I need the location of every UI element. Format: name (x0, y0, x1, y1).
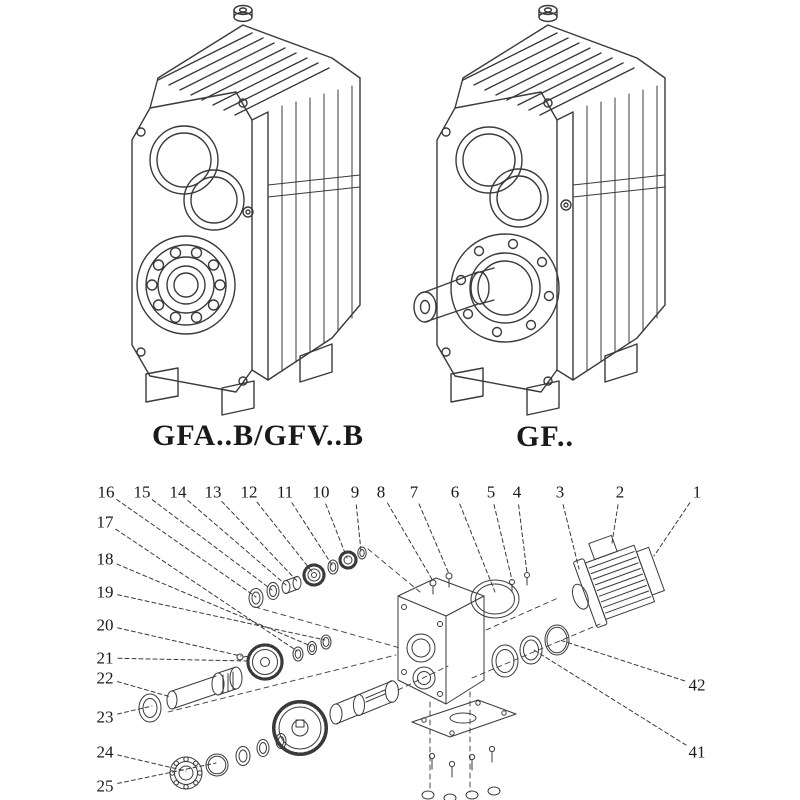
housing-part (397, 572, 485, 705)
part-callout-5: 5 (486, 482, 496, 502)
gearbox-left-drawing (131, 4, 361, 416)
part-callout-1: 1 (692, 482, 702, 502)
leader-line-42 (559, 639, 686, 682)
leader-line-24 (117, 754, 187, 772)
gearbox-right-drawing (413, 4, 666, 416)
leader-line-23 (117, 705, 153, 715)
part-callout-18: 18 (96, 549, 114, 569)
part-callout-2: 2 (615, 482, 625, 502)
cooling-fins (462, 32, 635, 116)
motor-part (571, 534, 665, 628)
leader-line-5 (493, 504, 513, 581)
output-side-rings (470, 572, 570, 678)
exploded-view-drawing (115, 499, 691, 800)
leader-line-17 (115, 528, 298, 652)
leader-line-9 (355, 504, 362, 552)
part-callout-14: 14 (169, 482, 187, 502)
part-callout-13: 13 (204, 482, 222, 502)
part-callout-8: 8 (376, 482, 386, 502)
bearing-and-rings (169, 733, 287, 790)
leader-line-1 (653, 502, 691, 557)
leader-line-14 (187, 500, 287, 586)
output-flange (450, 233, 560, 343)
side-ribs (572, 85, 666, 372)
leader-line-3 (562, 504, 580, 570)
leader-line-2 (611, 504, 619, 544)
leader-line-41 (533, 649, 687, 746)
leader-line-19 (117, 594, 326, 641)
leader-line-21 (117, 657, 249, 662)
leader-line-13 (221, 501, 298, 582)
leader-line-8 (387, 502, 434, 582)
leader-line-11 (291, 502, 333, 566)
part-callout-22: 22 (96, 668, 114, 688)
leader-line-10 (325, 503, 348, 559)
part-callout-21: 21 (96, 648, 114, 668)
cooling-fins (157, 32, 330, 116)
leader-line-15 (151, 499, 273, 591)
leader-line-18 (116, 563, 312, 647)
part-callout-15: 15 (133, 482, 151, 502)
part-callout-16: 16 (97, 482, 115, 502)
assembly-axis-lines (167, 548, 601, 793)
input-side-small-parts (248, 546, 367, 608)
intermediate-gear-parts (236, 634, 332, 681)
part-callout-10: 10 (312, 482, 330, 502)
part-callout-7: 7 (409, 482, 419, 502)
leader-line-16 (116, 499, 257, 598)
part-callout-25: 25 (96, 776, 114, 796)
part-callout-23: 23 (96, 707, 114, 727)
part-callout-42: 42 (688, 675, 706, 695)
model-label-right: GF.. (516, 420, 574, 453)
part-callout-12: 12 (240, 482, 258, 502)
part-callout-19: 19 (96, 582, 114, 602)
output-shaft (413, 267, 495, 323)
input-pinion-shaft (138, 666, 243, 723)
output-bearing (136, 235, 236, 335)
side-ribs (267, 85, 361, 372)
part-callout-20: 20 (96, 615, 114, 635)
leader-line-12 (256, 501, 314, 574)
part-callout-6: 6 (450, 482, 460, 502)
leader-line-4 (518, 504, 528, 574)
output-gear-shaft (272, 680, 399, 756)
leader-line-25 (117, 762, 217, 784)
part-callout-24: 24 (96, 742, 114, 762)
model-label-left: GFA..B/GFV..B (152, 419, 364, 452)
part-callout-4: 4 (512, 482, 522, 502)
part-callout-17: 17 (96, 512, 114, 532)
leader-line-22 (117, 681, 172, 698)
part-callout-41: 41 (688, 742, 706, 762)
leader-lines (115, 499, 691, 784)
leader-line-7 (418, 503, 450, 575)
cover-plate-and-bolts (411, 699, 517, 800)
part-callout-9: 9 (350, 482, 360, 502)
leader-line-20 (117, 627, 242, 657)
part-callout-11: 11 (276, 482, 294, 502)
part-callout-3: 3 (555, 482, 565, 502)
leader-line-6 (459, 503, 496, 593)
